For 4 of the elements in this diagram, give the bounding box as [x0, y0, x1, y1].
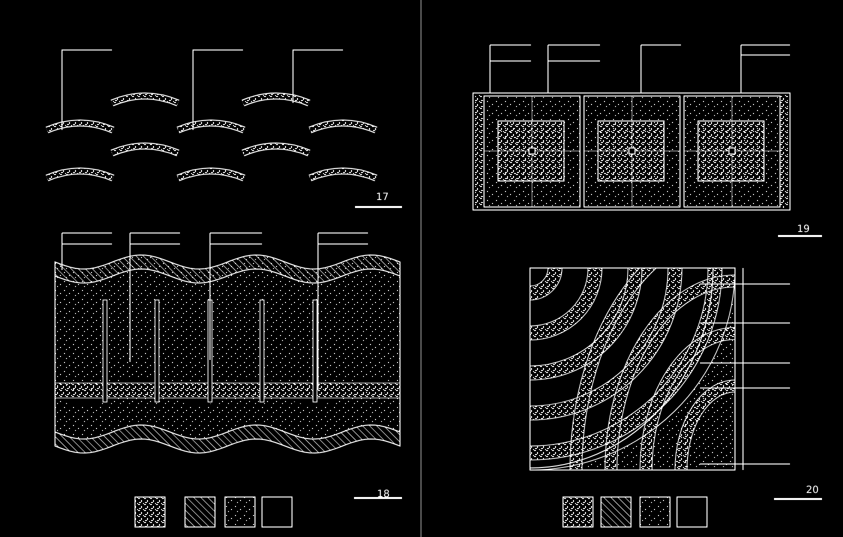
drawing-number: 20 — [806, 486, 819, 496]
drawing-number: 17 — [376, 193, 389, 203]
drawing-number: 19 — [797, 225, 810, 235]
drawing-number: 18 — [377, 490, 390, 500]
